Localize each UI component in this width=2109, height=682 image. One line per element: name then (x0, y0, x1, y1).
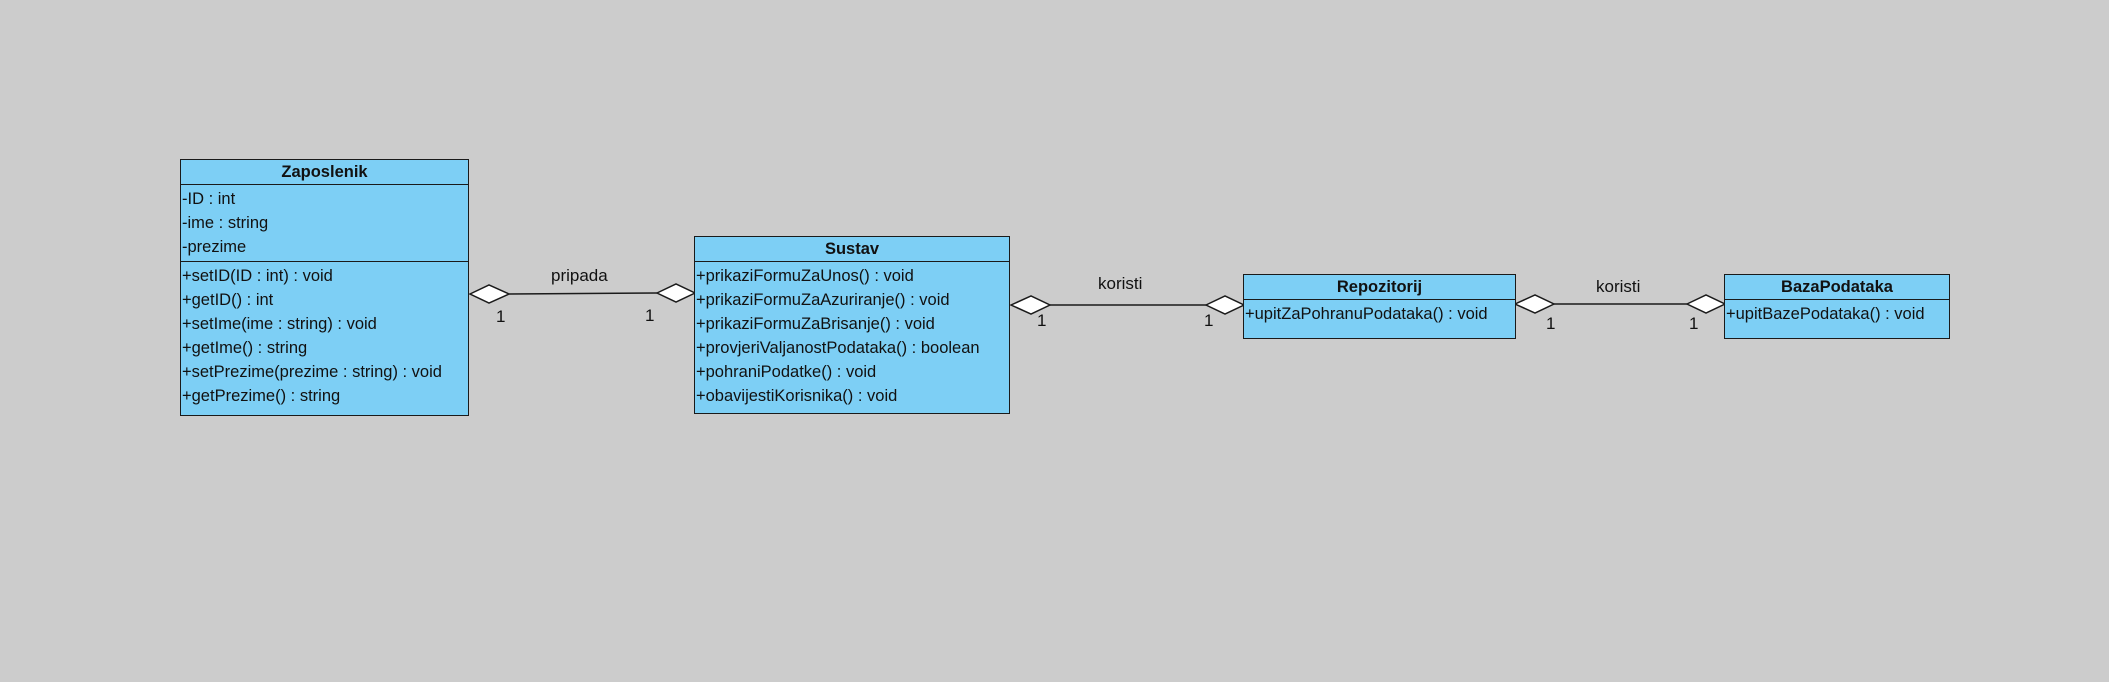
operations-zaposlenik: +setID(ID : int) : void +getID() : int +… (181, 261, 468, 410)
operation: +getIme() : string (182, 339, 308, 357)
class-name-zaposlenik: Zaposlenik (181, 160, 468, 185)
class-sustav[interactable]: Sustav +prikaziFormuZaUnos() : void +pri… (694, 236, 1010, 414)
operations-sustav: +prikaziFormuZaUnos() : void +prikaziFor… (695, 262, 1009, 410)
operation: +setIme(ime : string) : void (182, 315, 377, 333)
operation: +upitZaPohranuPodataka() : void (1245, 305, 1488, 323)
class-name-sustav: Sustav (695, 237, 1009, 262)
operation: +obavijestiKorisnika() : void (696, 387, 898, 405)
multiplicity-label: 1 (1546, 314, 1556, 333)
operation: +pohraniPodatke() : void (696, 363, 877, 381)
operation: +setPrezime(prezime : string) : void (182, 363, 442, 381)
attribute: -ime : string (182, 214, 269, 232)
operation: +getID() : int (182, 291, 274, 309)
class-repozitorij[interactable]: Repozitorij +upitZaPohranuPodataka() : v… (1243, 274, 1516, 339)
association-line-pripada (508, 292, 658, 295)
operations-bazapodataka: +upitBazePodataka() : void (1725, 300, 1949, 328)
class-zaposlenik[interactable]: Zaposlenik -ID : int -ime : string -prez… (180, 159, 469, 416)
operation: +prikaziFormuZaUnos() : void (696, 267, 914, 285)
operation: +upitBazePodataka() : void (1726, 305, 1925, 323)
aggregation-diamond-sustav-left (655, 283, 697, 303)
aggregation-diamond-zaposlenik (468, 284, 511, 304)
operation: +setID(ID : int) : void (182, 267, 333, 285)
operations-repozitorij: +upitZaPohranuPodataka() : void (1244, 300, 1515, 328)
class-bazapodataka[interactable]: BazaPodataka +upitBazePodataka() : void (1724, 274, 1950, 339)
multiplicity-label: 1 (496, 307, 506, 326)
multiplicity-label: 1 (1037, 311, 1047, 330)
attributes-zaposlenik: -ID : int -ime : string -prezime (181, 185, 468, 261)
operation: +getPrezime() : string (182, 387, 341, 405)
aggregation-diamond-sustav-right (1009, 295, 1052, 315)
aggregation-diamond-bazapodataka (1685, 294, 1727, 314)
class-name-repozitorij: Repozitorij (1244, 275, 1515, 300)
operation: +provjeriValjanostPodataka() : boolean (696, 339, 980, 357)
association-label-koristi: koristi (1098, 274, 1143, 293)
multiplicity-label: 1 (1689, 314, 1699, 333)
association-label-koristi: koristi (1596, 277, 1641, 296)
operation: +prikaziFormuZaBrisanje() : void (696, 315, 935, 333)
association-label-pripada: pripada (551, 266, 608, 285)
attribute: -prezime (182, 238, 247, 256)
multiplicity-label: 1 (1204, 311, 1214, 330)
operation: +prikaziFormuZaAzuriranje() : void (696, 291, 950, 309)
attribute: -ID : int (182, 190, 236, 208)
aggregation-diamond-repozitorij-right (1513, 294, 1556, 314)
class-name-bazapodataka: BazaPodataka (1725, 275, 1949, 300)
multiplicity-label: 1 (645, 306, 655, 325)
